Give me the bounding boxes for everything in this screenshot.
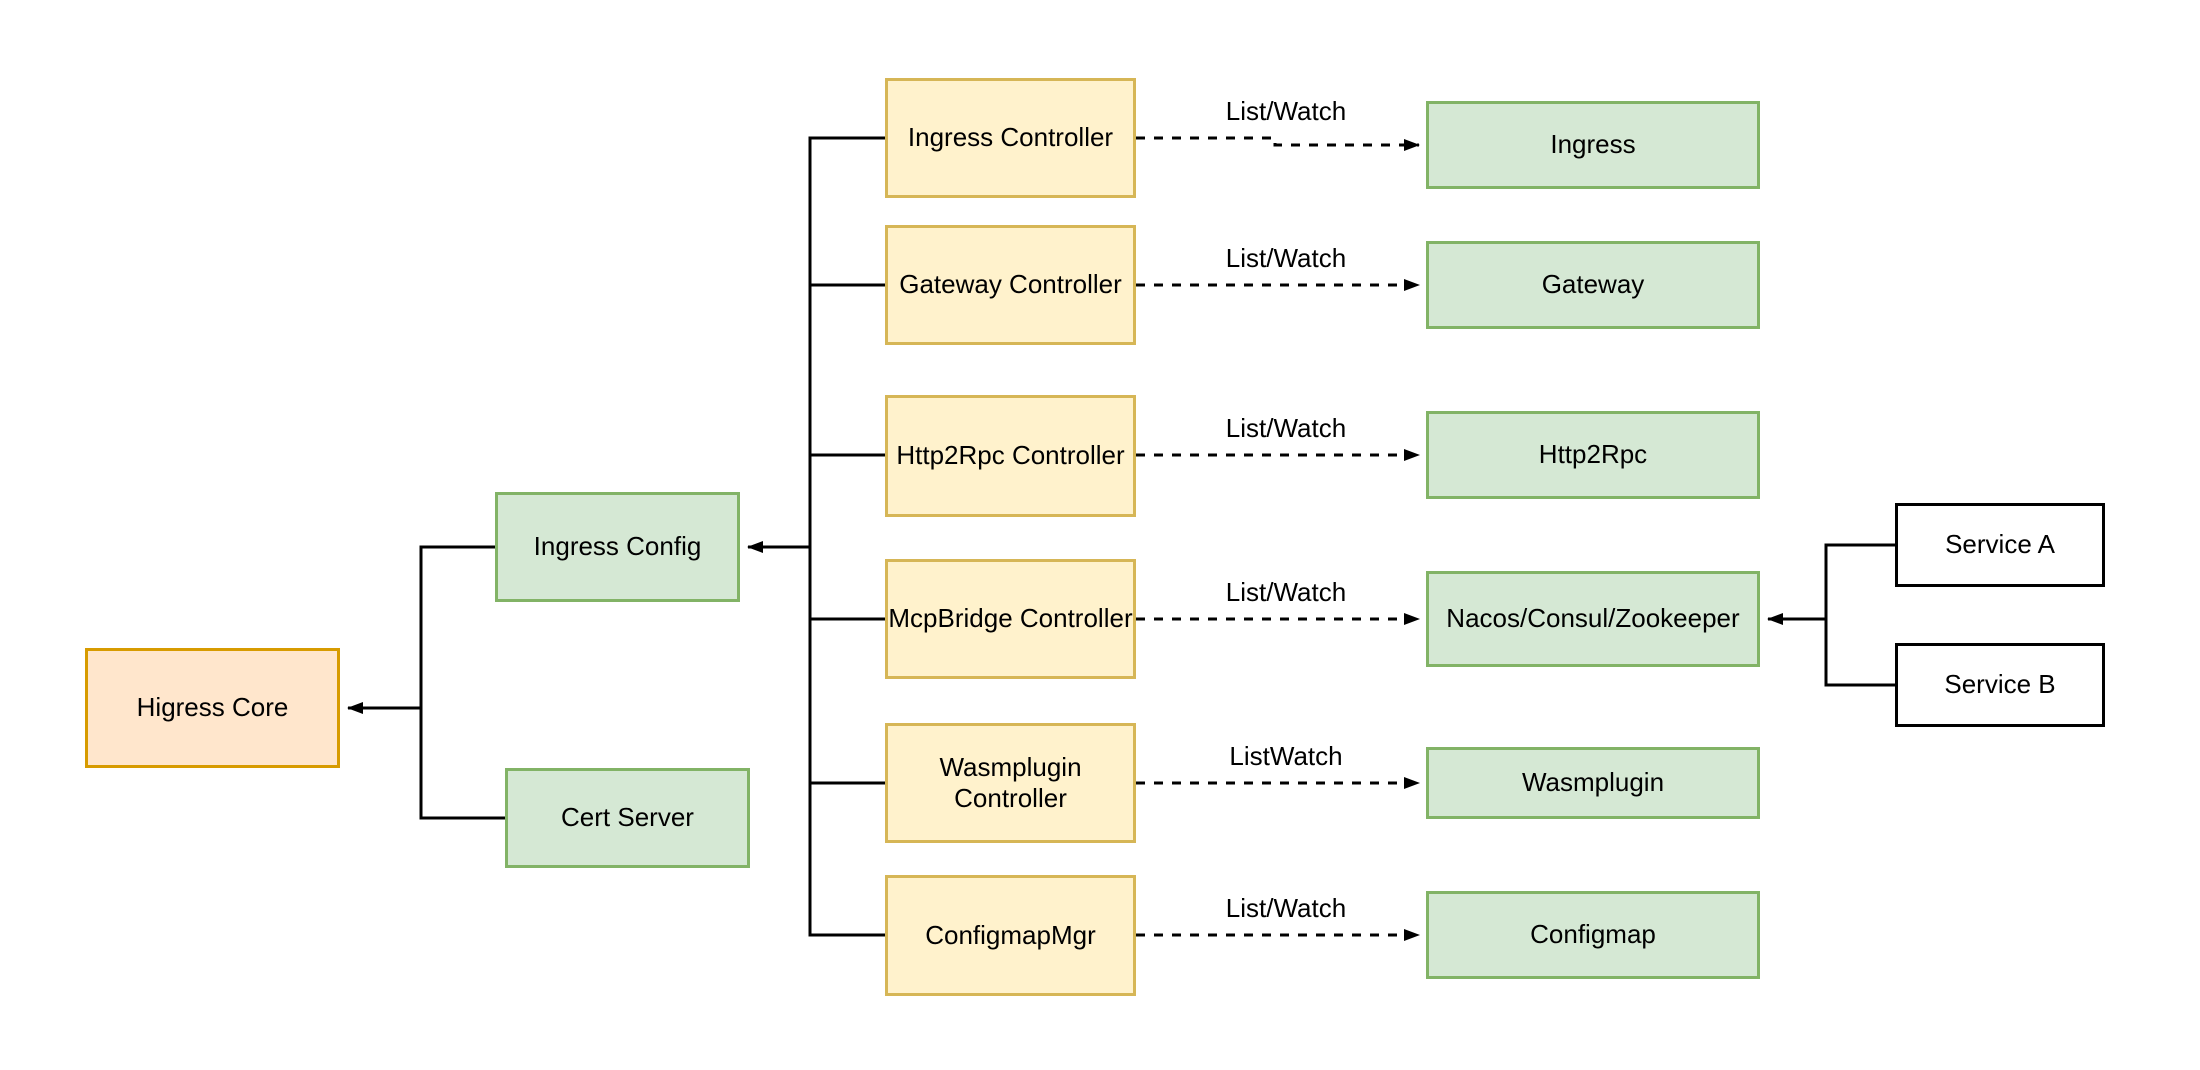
node-configmapmgr: ConfigmapMgr — [885, 875, 1136, 996]
node-gateway: Gateway — [1426, 241, 1760, 329]
node-label: Higress Core — [136, 692, 289, 723]
node-label: Ingress Controller — [907, 122, 1114, 153]
dashed-ingress — [1136, 136, 1420, 151]
node-http2rpc: Http2Rpc — [1426, 411, 1760, 499]
node-label: Gateway — [1541, 269, 1645, 300]
node-label: Gateway Controller — [899, 269, 1122, 300]
node-cert-server: Cert Server — [505, 768, 750, 868]
edge-label-list-watch-gateway: List/Watch — [1225, 243, 1347, 273]
edge-label-list-watch-http2rpc: List/Watch — [1225, 413, 1347, 443]
node-wasmplugin-controller: Wasmplugin Controller — [885, 723, 1136, 843]
node-label: Nacos/Consul/Zookeeper — [1446, 603, 1740, 634]
trunk-controllers — [808, 136, 885, 937]
node-label: Http2Rpc Controller — [896, 440, 1125, 471]
edge-label-list-watch-ingress: List/Watch — [1225, 96, 1347, 126]
edge-label-listwatch-wasmplugin: ListWatch — [1229, 741, 1343, 771]
node-label: Cert Server — [561, 802, 694, 833]
node-label: Http2Rpc — [1538, 439, 1648, 470]
node-nacos-consul-zookeeper: Nacos/Consul/Zookeeper — [1426, 571, 1760, 667]
node-ingress-config: Ingress Config — [495, 492, 740, 602]
bracket-config-cert — [419, 545, 505, 820]
node-label: Service B — [1944, 669, 2056, 700]
node-label: Service A — [1945, 529, 2055, 560]
node-ingress: Ingress — [1426, 101, 1760, 189]
node-wasmplugin: Wasmplugin — [1426, 747, 1760, 819]
node-label: Wasmplugin — [939, 751, 1082, 782]
node-service-b: Service B — [1895, 643, 2105, 727]
node-label: Configmap — [1530, 919, 1656, 950]
edge-label-list-watch-nacos: List/Watch — [1225, 577, 1347, 607]
bracket-services — [1824, 543, 1895, 687]
node-configmap: Configmap — [1426, 891, 1760, 979]
node-label: McpBridge Controller — [888, 603, 1133, 634]
node-ingress-controller: Ingress Controller — [885, 78, 1136, 198]
node-label: ConfigmapMgr — [925, 919, 1096, 950]
node-service-a: Service A — [1895, 503, 2105, 587]
node-label: Ingress Config — [533, 531, 702, 562]
node-label: Ingress — [1550, 129, 1636, 160]
node-http2rpc-controller: Http2Rpc Controller — [885, 395, 1136, 517]
node-higress-core: Higress Core — [85, 648, 340, 768]
node-label-line2: Controller — [954, 783, 1067, 813]
node-mcpbridge-controller: McpBridge Controller — [885, 559, 1136, 679]
node-label: Wasmplugin — [1521, 767, 1665, 798]
node-gateway-controller: Gateway Controller — [885, 225, 1136, 345]
edge-label-list-watch-configmap: List/Watch — [1225, 893, 1347, 923]
